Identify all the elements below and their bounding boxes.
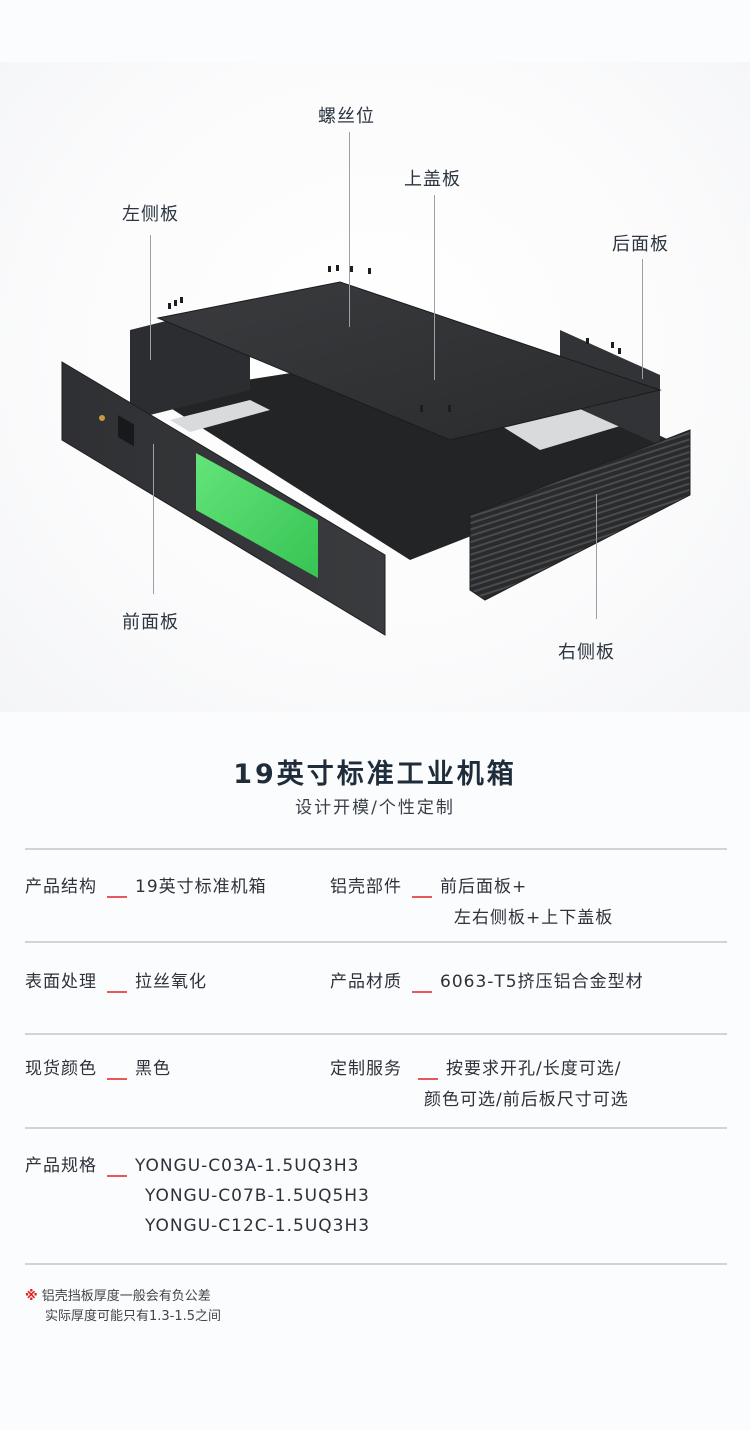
callout-right-side-panel: 右侧板	[558, 642, 615, 663]
spec-value-continued: 左右侧板+上下盖板	[454, 908, 614, 928]
spec-value: 黑色	[135, 1059, 171, 1079]
exploded-chassis-diagram: 螺丝位 上盖板 左侧板 后面板 前面板 右侧板	[0, 62, 750, 712]
leader-line-screw	[349, 132, 350, 327]
spec-value: 前后面板+	[440, 877, 528, 897]
separator-dash	[107, 991, 127, 993]
divider	[25, 1033, 727, 1035]
chassis-illustration	[61, 265, 691, 636]
spec-value: YONGU-C03A-1.5UQ3H3	[135, 1156, 360, 1176]
callout-rear-panel: 后面板	[612, 234, 669, 255]
leader-line-rear	[642, 259, 643, 379]
page-subtitle: 设计开模/个性定制	[295, 798, 455, 818]
separator-dash	[412, 991, 432, 993]
leader-line-front	[153, 444, 154, 594]
tolerance-note: ※ 铝壳挡板厚度一般会有负公差 实际厚度可能只有1.3-1.5之间	[25, 1287, 221, 1327]
spec-value-continued: 颜色可选/前后板尺寸可选	[424, 1090, 629, 1110]
spec-label: 铝壳部件	[330, 877, 402, 897]
separator-dash	[418, 1078, 438, 1080]
spec-value: 19英寸标准机箱	[135, 877, 267, 897]
separator-dash	[107, 1078, 127, 1080]
spec-label: 定制服务	[330, 1059, 402, 1079]
spec-material: 产品材质 6063-T5挤压铝合金型材	[330, 967, 644, 997]
divider	[25, 1263, 727, 1265]
spec-value: 按要求开孔/长度可选/	[446, 1059, 622, 1079]
divider	[25, 941, 727, 943]
spec-label: 产品规格	[25, 1156, 97, 1176]
spec-label: 产品结构	[25, 877, 97, 897]
leader-line-left-side	[150, 235, 151, 360]
spec-model-item: YONGU-C07B-1.5UQ5H3	[145, 1186, 370, 1206]
spec-surface-treatment: 表面处理 拉丝氧化	[25, 967, 207, 997]
separator-dash	[107, 896, 127, 898]
spec-aluminum-parts: 铝壳部件 前后面板+	[330, 872, 527, 902]
spec-label: 产品材质	[330, 972, 402, 992]
separator-dash	[412, 896, 432, 898]
reference-mark-icon: ※	[25, 1289, 38, 1304]
callout-left-side-panel: 左侧板	[122, 204, 179, 225]
spec-stock-color: 现货颜色 黑色	[25, 1054, 171, 1084]
note-line-2: 实际厚度可能只有1.3-1.5之间	[45, 1309, 222, 1324]
spec-custom-service: 定制服务 按要求开孔/长度可选/	[330, 1054, 621, 1084]
callout-screw-position: 螺丝位	[318, 106, 375, 127]
separator-dash	[107, 1175, 127, 1177]
callout-top-cover: 上盖板	[404, 169, 461, 190]
note-line-1: 铝壳挡板厚度一般会有负公差	[41, 1289, 211, 1304]
spec-structure: 产品结构 19英寸标准机箱	[25, 872, 267, 902]
top-band	[0, 0, 750, 62]
spec-label: 现货颜色	[25, 1059, 97, 1079]
spec-value: 拉丝氧化	[135, 972, 207, 992]
leader-line-top-cover	[434, 195, 435, 380]
spec-models: 产品规格 YONGU-C03A-1.5UQ3H3	[25, 1151, 359, 1181]
spec-value: 6063-T5挤压铝合金型材	[440, 972, 644, 992]
callout-front-panel: 前面板	[122, 612, 179, 633]
leader-line-right-side	[596, 494, 597, 619]
divider	[25, 848, 727, 850]
spec-label: 表面处理	[25, 972, 97, 992]
spec-model-item: YONGU-C12C-1.5UQ3H3	[145, 1216, 371, 1236]
page-title: 19英寸标准工业机箱	[233, 759, 517, 790]
divider	[25, 1127, 727, 1129]
